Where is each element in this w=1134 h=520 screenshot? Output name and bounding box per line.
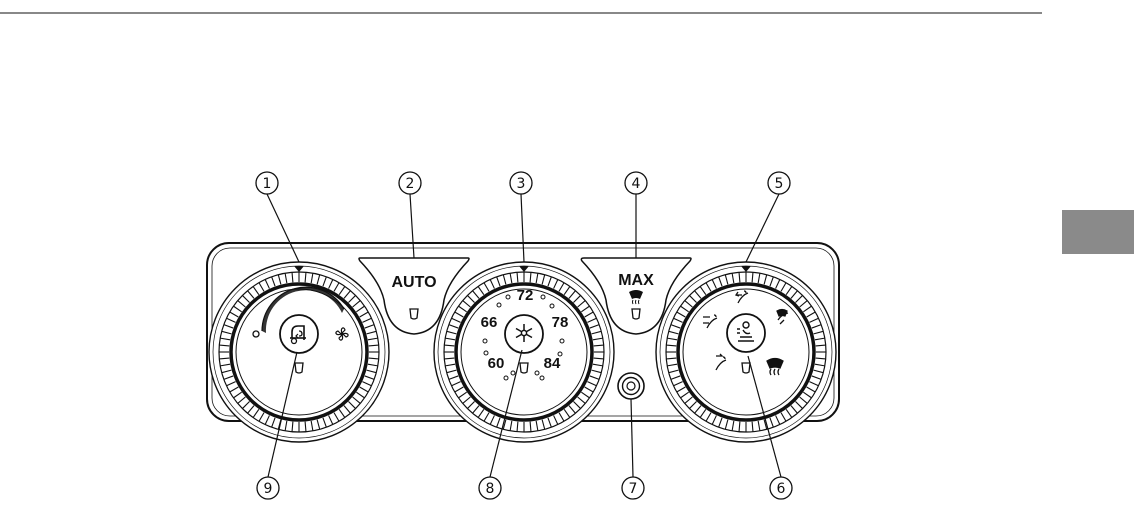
auto-button-label: AUTO — [391, 274, 436, 291]
callout-leader-line — [746, 194, 779, 262]
chapter-tab — [1062, 210, 1134, 254]
fan-low-dot-icon — [253, 331, 259, 337]
indicator-light-icon — [410, 309, 418, 319]
callout-4: 4 — [625, 172, 647, 258]
temperature-scale-dot — [560, 339, 564, 343]
temperature-scale-dot — [558, 352, 562, 356]
temp-label-72: 72 — [517, 287, 534, 304]
callout-5: 5 — [746, 172, 790, 262]
temperature-scale-dot — [540, 376, 544, 380]
callout-leader-line — [631, 399, 633, 477]
callout-number: 6 — [777, 481, 786, 497]
indicator-light-icon — [742, 363, 750, 373]
callout-number: 4 — [632, 176, 641, 192]
max-button-label: MAX — [618, 272, 654, 289]
temperature-scale-dot — [511, 371, 515, 375]
indicator-light-icon — [295, 363, 303, 373]
temperature-scale-dot — [483, 339, 487, 343]
callout-1: 1 — [256, 172, 299, 262]
callout-7: 7 — [622, 399, 644, 499]
seated-person-airflow-button[interactable] — [727, 314, 765, 352]
indicator-light-icon — [520, 363, 528, 373]
callout-number: 8 — [486, 481, 495, 497]
temperature-scale-dot — [535, 371, 539, 375]
temperature-scale-dot — [484, 351, 488, 355]
callout-2: 2 — [399, 172, 421, 258]
cabin-temperature-sensor-icon — [618, 373, 644, 399]
temperature-scale-dot — [550, 304, 554, 308]
callout-number: 9 — [264, 481, 273, 497]
air-recirculation-button[interactable] — [280, 315, 318, 353]
ac-button[interactable] — [505, 315, 543, 353]
callout-number: 2 — [406, 176, 415, 192]
temp-label-84: 84 — [544, 355, 561, 372]
callout-number: 7 — [629, 481, 638, 497]
callout-number: 5 — [775, 176, 784, 192]
callout-leader-line — [521, 194, 524, 262]
callout-leader-line — [267, 194, 299, 262]
callout-3: 3 — [510, 172, 532, 262]
temperature-scale-dot — [541, 295, 545, 299]
callout-number: 1 — [263, 176, 272, 192]
indicator-light-icon — [632, 309, 640, 319]
temp-label-66: 66 — [481, 314, 498, 331]
temperature-scale-dot — [506, 295, 510, 299]
temperature-scale-dot — [504, 376, 508, 380]
callout-number: 3 — [517, 176, 526, 192]
temperature-scale-dot — [497, 303, 501, 307]
temp-label-60: 60 — [488, 355, 505, 372]
temp-label-78: 78 — [552, 314, 569, 331]
